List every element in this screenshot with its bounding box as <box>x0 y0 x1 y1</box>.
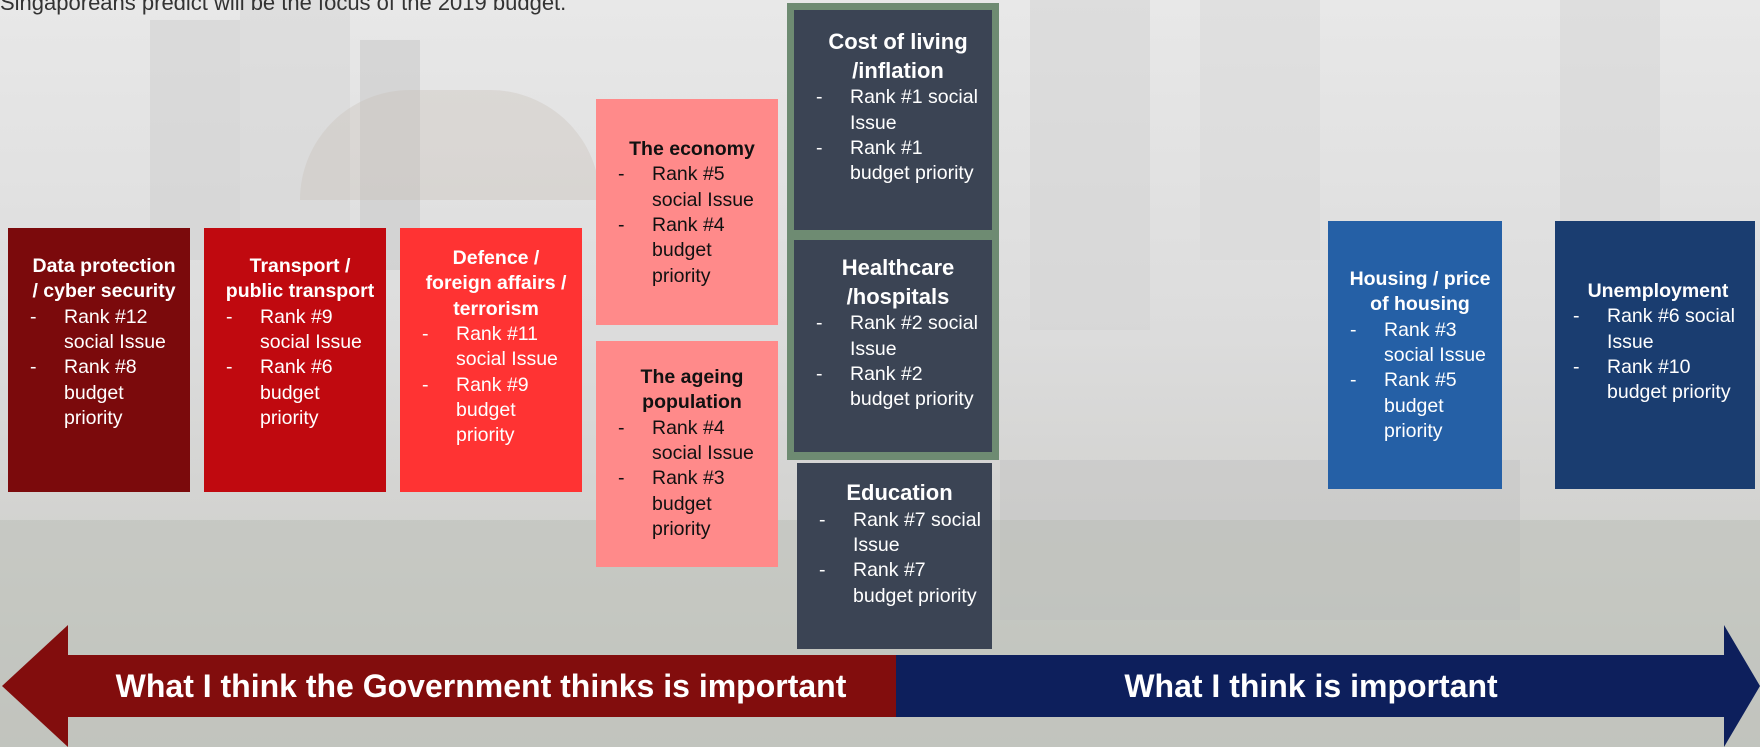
rank-budget-priority: Rank #9 budget priority <box>420 373 572 449</box>
rank-list: Rank #9 social Issue Rank #6 budget prio… <box>224 305 376 432</box>
arrow-head-right-icon <box>1724 625 1760 747</box>
card-title: Housing / price of housing <box>1349 268 1491 316</box>
rank-list: Rank #1 social Issue Rank #1 budget prio… <box>814 85 982 186</box>
rank-budget-priority: Rank #8 budget priority <box>28 355 180 431</box>
card-cost-of-living: Cost of living /inflation Rank #1 social… <box>794 10 992 230</box>
background-dome <box>300 90 600 200</box>
card-housing: Housing / price of housing Rank #3 socia… <box>1328 221 1502 489</box>
rank-budget-priority: Rank #2 budget priority <box>814 362 982 413</box>
arrow-left-label: What I think the Government thinks is im… <box>66 655 896 717</box>
rank-budget-priority: Rank #5 budget priority <box>1348 368 1492 444</box>
rank-social-issue: Rank #1 social Issue <box>814 85 982 136</box>
card-title: The economy <box>629 138 755 160</box>
rank-list: Rank #7 social Issue Rank #7 budget prio… <box>817 508 982 609</box>
card-unemployment: Unemployment Rank #6 social Issue Rank #… <box>1555 221 1755 489</box>
rank-social-issue: Rank #9 social Issue <box>224 305 376 356</box>
card-data-protection: Data protection / cyber security Rank #1… <box>8 228 190 492</box>
card-title: Unemployment <box>1587 280 1729 302</box>
card-title: Healthcare /hospitals <box>841 255 955 309</box>
rank-list: Rank #4 social Issue Rank #3 budget prio… <box>616 416 768 543</box>
rank-list: Rank #6 social Issue Rank #10 budget pri… <box>1571 304 1745 405</box>
background-building <box>150 20 240 260</box>
rank-budget-priority: Rank #1 budget priority <box>814 136 982 187</box>
card-education: Education Rank #7 social Issue Rank #7 b… <box>797 463 992 649</box>
rank-social-issue: Rank #11 social Issue <box>420 322 572 373</box>
card-title: Data protection / cyber security <box>32 255 176 303</box>
card-healthcare: Healthcare /hospitals Rank #2 social Iss… <box>794 240 992 452</box>
rank-social-issue: Rank #12 social Issue <box>28 305 180 356</box>
arrow-right-label: What I think is important <box>896 655 1726 717</box>
card-title: Defence / foreign affairs / terrorism <box>425 247 567 320</box>
rank-list: Rank #2 social Issue Rank #2 budget prio… <box>814 311 982 412</box>
card-title: Education <box>846 480 953 505</box>
rank-social-issue: Rank #2 social Issue <box>814 311 982 362</box>
rank-social-issue: Rank #6 social Issue <box>1571 304 1745 355</box>
rank-budget-priority: Rank #3 budget priority <box>616 466 768 542</box>
rank-budget-priority: Rank #10 budget priority <box>1571 355 1745 406</box>
background-building <box>1200 0 1320 260</box>
background-building <box>1030 0 1150 330</box>
rank-social-issue: Rank #7 social Issue <box>817 508 982 559</box>
background-building <box>1560 0 1660 230</box>
card-title: Transport / public transport <box>225 255 375 303</box>
card-economy: The economy Rank #5 social Issue Rank #4… <box>596 99 778 325</box>
card-title: The ageing population <box>640 366 744 414</box>
card-defence: Defence / foreign affairs / terrorism Ra… <box>400 228 582 492</box>
rank-list: Rank #5 social Issue Rank #4 budget prio… <box>616 162 768 289</box>
card-transport: Transport / public transport Rank #9 soc… <box>204 228 386 492</box>
caption-text: Singaporeans predict will be the focus o… <box>0 0 567 15</box>
rank-budget-priority: Rank #4 budget priority <box>616 213 768 289</box>
arrow-head-left-icon <box>2 625 68 747</box>
rank-social-issue: Rank #5 social Issue <box>616 162 768 213</box>
rank-list: Rank #3 social Issue Rank #5 budget prio… <box>1348 318 1492 445</box>
rank-budget-priority: Rank #7 budget priority <box>817 558 982 609</box>
rank-list: Rank #11 social Issue Rank #9 budget pri… <box>420 322 572 449</box>
rank-social-issue: Rank #4 social Issue <box>616 416 768 467</box>
rank-budget-priority: Rank #6 budget priority <box>224 355 376 431</box>
card-title: Cost of living /inflation <box>828 29 968 83</box>
card-ageing-population: The ageing population Rank #4 social Iss… <box>596 341 778 567</box>
rank-social-issue: Rank #3 social Issue <box>1348 318 1492 369</box>
rank-list: Rank #12 social Issue Rank #8 budget pri… <box>28 305 180 432</box>
